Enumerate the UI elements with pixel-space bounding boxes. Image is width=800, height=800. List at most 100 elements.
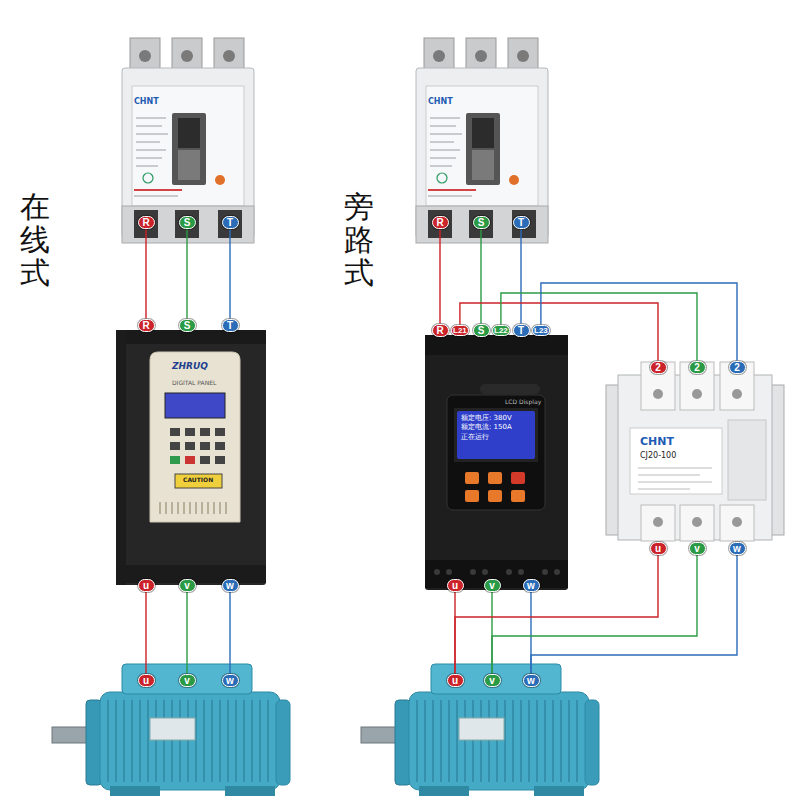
soft-starter-bypass	[454, 408, 538, 462]
terminal-label: R	[436, 325, 443, 336]
terminal-label: v	[489, 580, 495, 591]
terminal-badge: L23	[532, 325, 550, 336]
terminal-label: T	[518, 325, 524, 336]
contactor-drawing	[732, 517, 742, 527]
terminal-label: u	[452, 580, 458, 591]
terminal-label: R	[142, 320, 149, 331]
soft-starter-bypass	[446, 569, 452, 575]
terminal-label: S	[478, 325, 485, 336]
terminal-badge: T	[513, 216, 530, 229]
terminal-label: 2	[655, 362, 661, 373]
circuit-breaker: CHNTRST	[416, 38, 548, 243]
soft-starter-online	[170, 442, 180, 450]
brand-logo: ZHRUQ	[172, 362, 208, 371]
terminal-label: S	[184, 217, 191, 228]
contactor-drawing	[720, 505, 754, 541]
terminal-badge: v	[484, 674, 501, 687]
contactor-drawing	[720, 362, 754, 410]
wire	[145, 592, 146, 674]
soft-starter-online	[160, 502, 226, 514]
terminal-badge: R	[138, 216, 155, 229]
soft-starter-bypass	[488, 472, 502, 484]
soft-starter-bypass	[482, 569, 488, 575]
contactor-drawing	[680, 362, 714, 410]
soft-starter-bypass	[465, 490, 479, 502]
soft-starter-online	[215, 456, 225, 464]
terminal-badge: R	[432, 324, 449, 337]
wire	[520, 229, 521, 324]
terminal-label: u	[143, 675, 149, 686]
soft-starter-online	[185, 456, 195, 464]
wire	[229, 229, 230, 319]
panel-caption: DIGITAL PANEL	[172, 380, 216, 386]
contactor-drawing	[641, 505, 675, 541]
terminal-badge: w	[729, 542, 746, 555]
terminal-label: T	[227, 320, 233, 331]
screen-text: 额定电流: 150A	[461, 423, 531, 432]
soft-starter-online	[116, 330, 266, 585]
terminal-label: v	[489, 675, 495, 686]
contactor-drawing	[732, 389, 742, 399]
terminal-badge: w	[523, 579, 540, 592]
terminal-badge: u	[447, 674, 464, 687]
terminal-label: w	[527, 580, 535, 591]
terminal-badge: v	[484, 579, 501, 592]
terminal-badge: L21	[451, 325, 469, 336]
terminal-label: u	[452, 675, 458, 686]
terminal-badge: T	[222, 216, 239, 229]
terminal-badge: S	[179, 216, 196, 229]
model-number: CJ20-100	[640, 452, 676, 460]
wire	[439, 229, 440, 324]
terminal-badge: v	[179, 579, 196, 592]
terminal-badge: u	[650, 542, 667, 555]
terminal-badge: u	[138, 674, 155, 687]
terminal-label: u	[655, 543, 661, 554]
soft-starter-bypass	[470, 569, 476, 575]
soft-starter-online	[116, 330, 266, 585]
soft-starter-bypass	[434, 569, 440, 575]
terminal-badge: 2	[650, 361, 667, 374]
soft-starter-bypass	[425, 335, 568, 590]
terminal-badge: u	[447, 579, 464, 592]
soft-starter-bypass	[511, 490, 525, 502]
motor-right	[361, 664, 599, 796]
contactor: CHNT CJ20-100 2 2 2 u v w	[606, 355, 786, 555]
terminal-label: 2	[694, 362, 700, 373]
terminal-label: T	[518, 217, 524, 228]
soft-starter-bypass	[465, 472, 479, 484]
wire	[541, 283, 737, 361]
terminal-badge: R	[432, 216, 449, 229]
terminal-label: w	[226, 675, 234, 686]
circuit-breaker-left	[122, 38, 254, 243]
terminal-badge: w	[222, 579, 239, 592]
terminal-badge: v	[689, 542, 706, 555]
soft-starter-online	[215, 428, 225, 436]
soft-starter-online	[150, 352, 240, 522]
soft-starter-online	[165, 393, 225, 418]
terminal-label: u	[143, 580, 149, 591]
panel-caption: LCD Display	[505, 399, 541, 405]
soft-starter-bypass	[425, 335, 568, 590]
contactor-drawing	[692, 389, 702, 399]
terminal-label: w	[226, 580, 234, 591]
terminal-badge: 2	[689, 361, 706, 374]
soft-starter: ZHRUQDIGITAL PANELCAUTIONRSTuvw	[116, 316, 266, 598]
terminal-label: L22	[494, 326, 508, 335]
soft-starter-online	[185, 428, 195, 436]
terminal-label: T	[227, 217, 233, 228]
screen-text: 正在运行	[461, 433, 531, 442]
terminal-label: v	[184, 580, 190, 591]
soft-starter-online	[116, 330, 126, 585]
layout-label: 旁路式	[344, 190, 374, 289]
terminal-badge: 2	[729, 361, 746, 374]
wire	[145, 229, 146, 319]
soft-starter-online	[185, 442, 195, 450]
contactor-drawing	[638, 468, 712, 489]
soft-starter-bypass	[506, 569, 512, 575]
brand-logo: CHNT	[640, 436, 674, 447]
wire	[480, 229, 481, 324]
terminal-label: S	[184, 320, 191, 331]
soft-starter-online	[170, 456, 180, 464]
